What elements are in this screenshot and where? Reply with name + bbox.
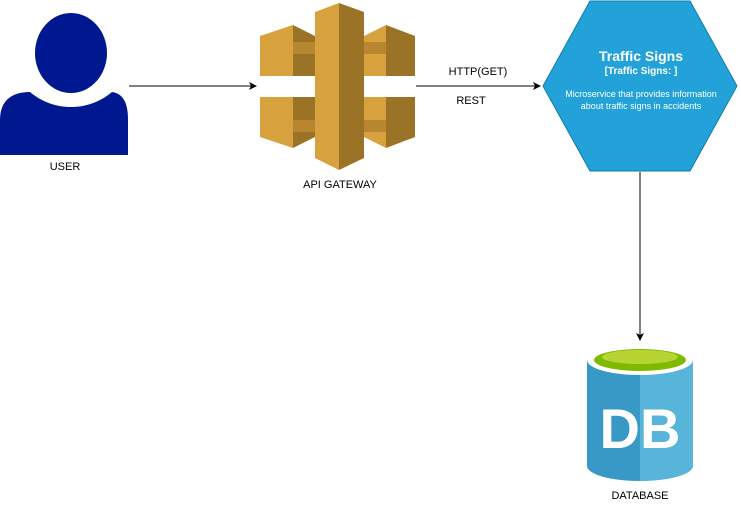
traffic-signs-service-text: Traffic Signs [Traffic Signs: ] Microser… bbox=[545, 48, 737, 112]
service-title: Traffic Signs bbox=[598, 48, 684, 64]
database-label: DATABASE bbox=[611, 490, 669, 502]
user-body bbox=[0, 92, 128, 155]
service-description: Microservice that provides information a… bbox=[545, 88, 737, 112]
api-gateway-label: API GATEWAY bbox=[303, 179, 377, 191]
service-description-line-1: Microservice that provides information bbox=[565, 89, 717, 99]
user-head bbox=[35, 13, 107, 93]
edge-label-http-get: HTTP(GET) bbox=[448, 66, 508, 78]
user-label: USER bbox=[49, 161, 81, 173]
api-gateway-icon[interactable] bbox=[260, 3, 415, 170]
service-description-line-2: about traffic signs in accidents bbox=[580, 101, 702, 111]
database-icon-text: DB bbox=[600, 397, 681, 460]
traffic-signs-service-hexagon[interactable] bbox=[542, 0, 738, 172]
edge-label-rest: REST bbox=[456, 95, 486, 107]
service-type: [Traffic Signs: ] bbox=[604, 66, 678, 77]
user-icon[interactable] bbox=[0, 13, 128, 155]
database-icon[interactable]: DB bbox=[587, 345, 693, 481]
